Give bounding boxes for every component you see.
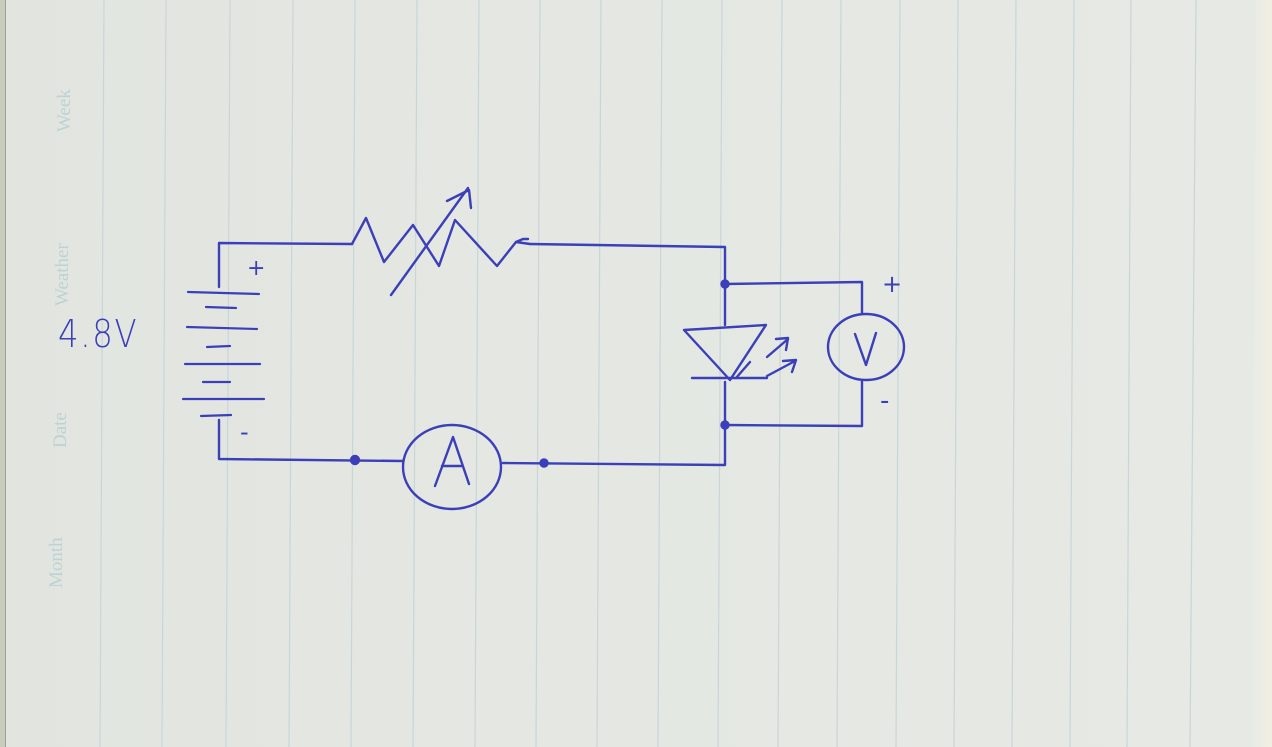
wire-voltmeter-top [723,280,864,315]
wire-top-left [217,241,354,289]
led-icon [682,282,798,427]
battery-voltage-label: 4.8V [58,312,139,356]
ammeter-icon [401,423,503,511]
wire-voltmeter-bottom [723,379,864,428]
terminal-dot-ammeter-right [539,458,549,468]
variable-resistor-icon [350,186,532,297]
terminal-dot-ammeter-left [349,454,361,466]
voltmeter-negative-label: - [880,386,890,416]
voltmeter-positive-label: + [882,270,903,298]
wire-bottom-right [501,423,727,467]
wire-top-right [528,242,727,286]
voltmeter-icon [826,312,906,382]
battery-negative-label: - [240,418,249,446]
paper-edge-right [1250,0,1272,747]
wire-bottom-left [217,418,405,463]
battery-positive-label: + [247,256,266,281]
battery-icon [181,290,266,418]
paper-edge-left [0,0,6,747]
